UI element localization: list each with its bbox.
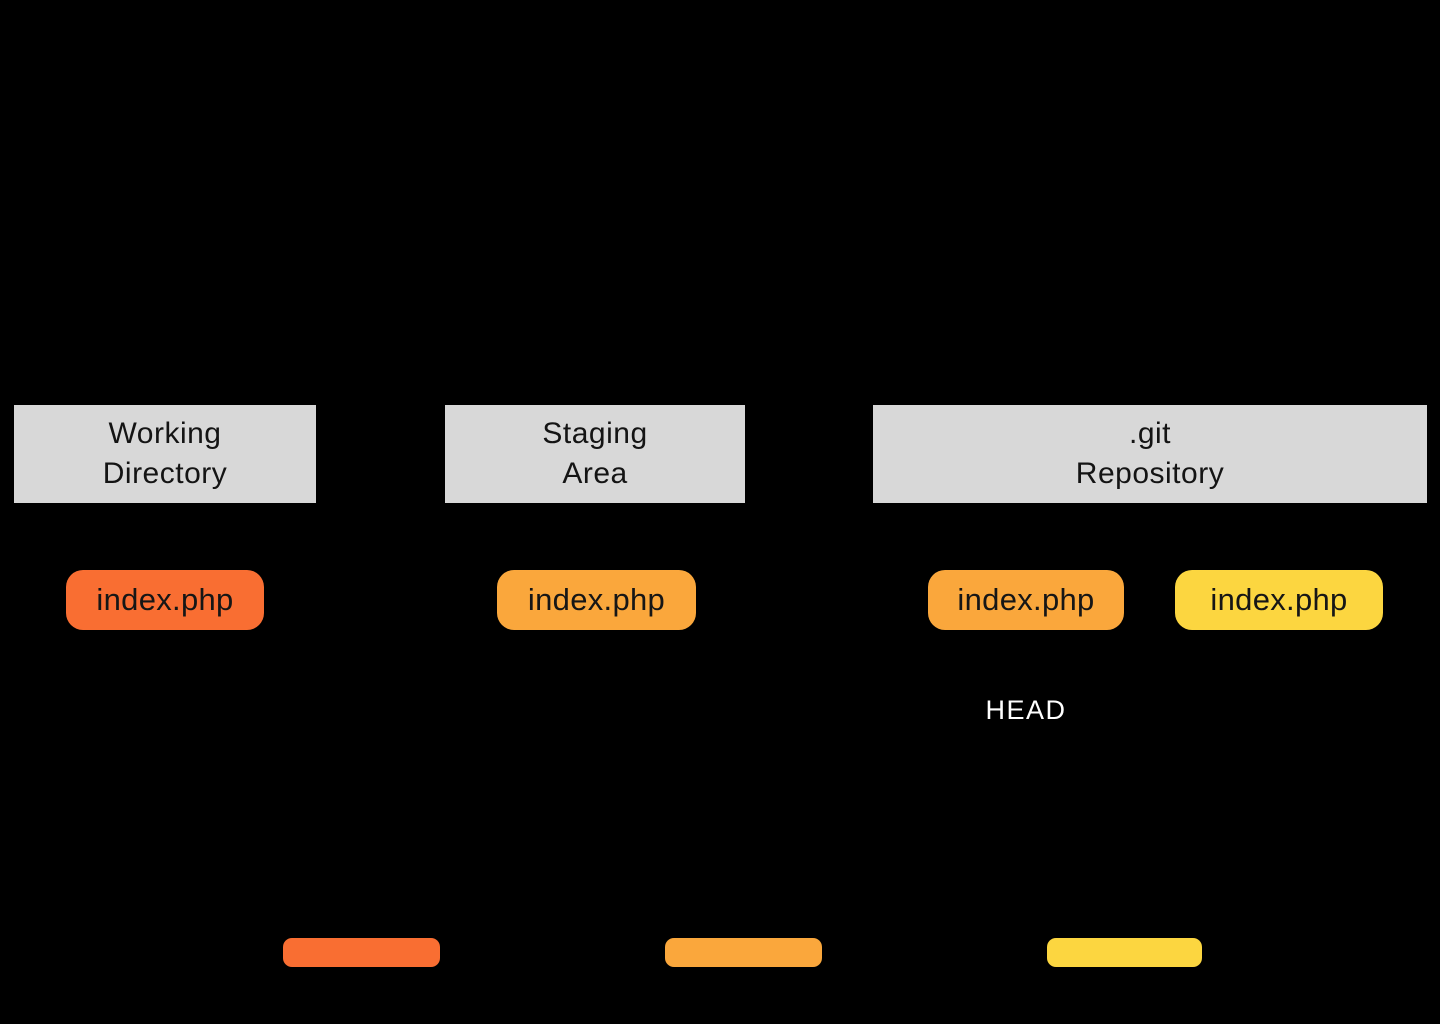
working-directory-file-pill: index.php [66, 570, 264, 630]
legend-working-directory-swatch [283, 938, 440, 967]
git-repository-header-box: .git Repository [873, 405, 1427, 503]
git-repository-title: .git Repository [1075, 417, 1225, 490]
working-directory-header-box: Working Directory [14, 405, 316, 503]
staging-area-header-box: Staging Area [445, 405, 745, 503]
staging-area-file-pill: index.php [497, 570, 696, 630]
legend-repository-swatch [1047, 938, 1202, 967]
legend-staging-area-swatch [665, 938, 822, 967]
repository-staged-file-pill: index.php [928, 570, 1124, 630]
repository-committed-file-pill: index.php [1175, 570, 1383, 630]
head-label: HEAD [985, 695, 1067, 725]
working-directory-title: Working Directory [102, 417, 228, 490]
staging-area-title: Staging Area [542, 417, 648, 490]
